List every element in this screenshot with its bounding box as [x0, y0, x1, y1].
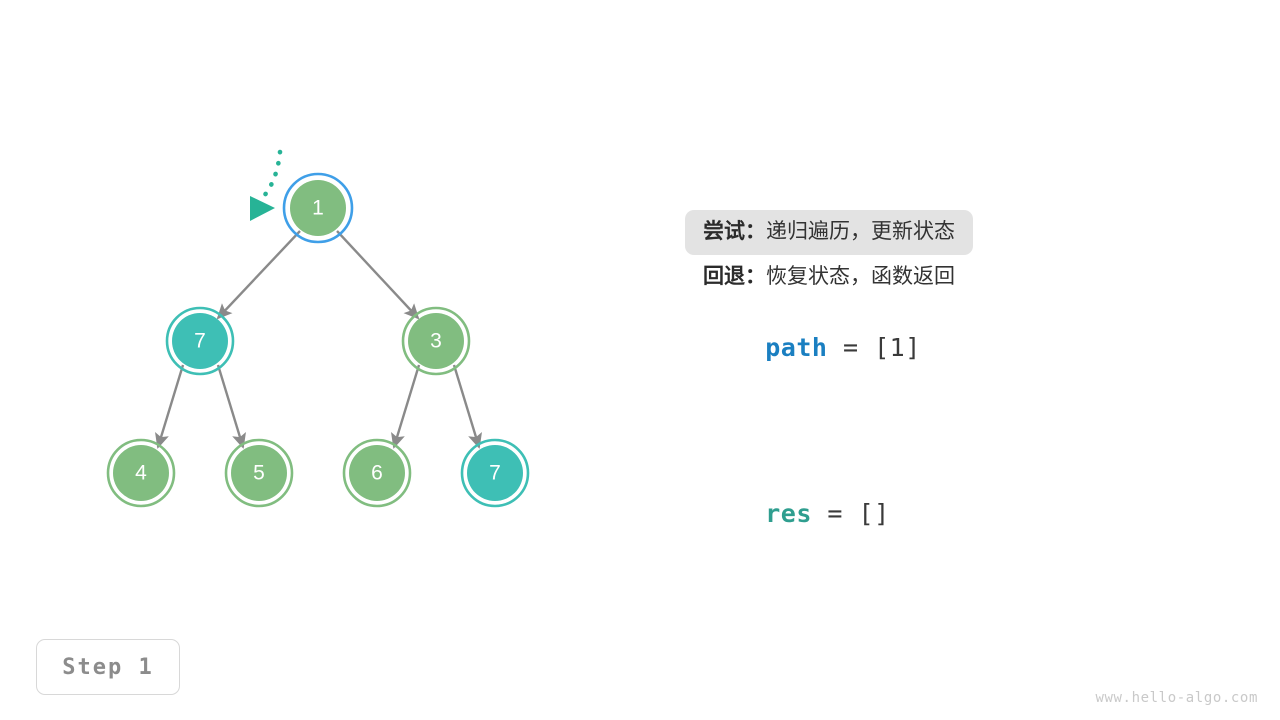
legend-backtrack-key: 回退： — [703, 265, 766, 289]
tree-node-3[interactable]: 3 — [401, 306, 471, 376]
tree-node-6[interactable]: 6 — [342, 438, 412, 508]
pointer-dotted-curve — [261, 149, 283, 199]
node-6-ring — [342, 438, 412, 508]
path-variable-name: path — [765, 332, 828, 362]
node-5-label: 5 — [253, 462, 265, 485]
edge-1-to-7 — [216, 230, 301, 320]
res-variable-name: res — [765, 498, 812, 528]
panel-spacer — [685, 394, 1205, 466]
tree-node-7-right[interactable]: 7 — [460, 438, 530, 508]
node-1-label: 1 — [312, 197, 324, 220]
tree-node-4[interactable]: 4 — [106, 438, 176, 508]
edge-3-to-7 — [452, 364, 482, 449]
node-5-circle — [231, 445, 287, 501]
legend-try-value: 递归遍历，更新状态 — [766, 220, 955, 243]
node-7-left-label: 7 — [194, 330, 206, 353]
node-4-label: 4 — [135, 462, 147, 485]
node-5-ring — [224, 438, 294, 508]
edge-1-to-3 — [336, 230, 420, 320]
binary-tree-diagram: 1 7 3 4 5 6 7 — [106, 149, 530, 508]
node-4-circle — [113, 445, 169, 501]
res-variable-value: = [] — [811, 498, 890, 528]
legend-try-key: 尝试： — [703, 220, 766, 243]
node-7-left-circle — [172, 313, 228, 369]
node-7-right-ring — [460, 438, 530, 508]
tree-node-5[interactable]: 5 — [224, 438, 294, 508]
legend-backtrack-value: 恢复状态，函数返回 — [766, 265, 955, 289]
node-7-right-circle — [467, 445, 523, 501]
pointer-triangle-icon — [250, 196, 275, 221]
node-1-active-ring — [282, 172, 354, 244]
node-3-label: 3 — [430, 330, 442, 353]
path-state-row: path = [1] — [685, 301, 1205, 395]
edge-3-to-6 — [391, 364, 421, 449]
node-7-left-ring — [165, 306, 235, 376]
edge-7-to-5 — [216, 364, 246, 449]
node-6-circle — [349, 445, 405, 501]
node-4-ring — [106, 438, 176, 508]
legend-try-line: 尝试：递归遍历，更新状态 — [685, 210, 973, 256]
node-7-right-label: 7 — [489, 462, 501, 485]
recursion-entry-pointer — [250, 149, 283, 221]
tree-node-1[interactable]: 1 — [282, 172, 354, 244]
edge-7-to-4 — [155, 364, 185, 449]
watermark: www.hello-algo.com — [1095, 690, 1258, 706]
path-variable-value: = [1] — [827, 332, 921, 362]
legend-backtrack-line: 回退：恢复状态，函数返回 — [685, 255, 973, 300]
node-1-circle — [290, 180, 346, 236]
state-info-panel: 尝试：递归遍历，更新状态 回退：恢复状态，函数返回 path = [1] res… — [685, 210, 1205, 560]
node-3-circle — [408, 313, 464, 369]
node-3-ring — [401, 306, 471, 376]
res-state-row: res = [] — [685, 466, 1205, 560]
tree-node-7-left[interactable]: 7 — [165, 306, 235, 376]
node-6-label: 6 — [371, 462, 383, 485]
step-badge: Step 1 — [36, 639, 180, 695]
tree-edges — [155, 230, 482, 449]
